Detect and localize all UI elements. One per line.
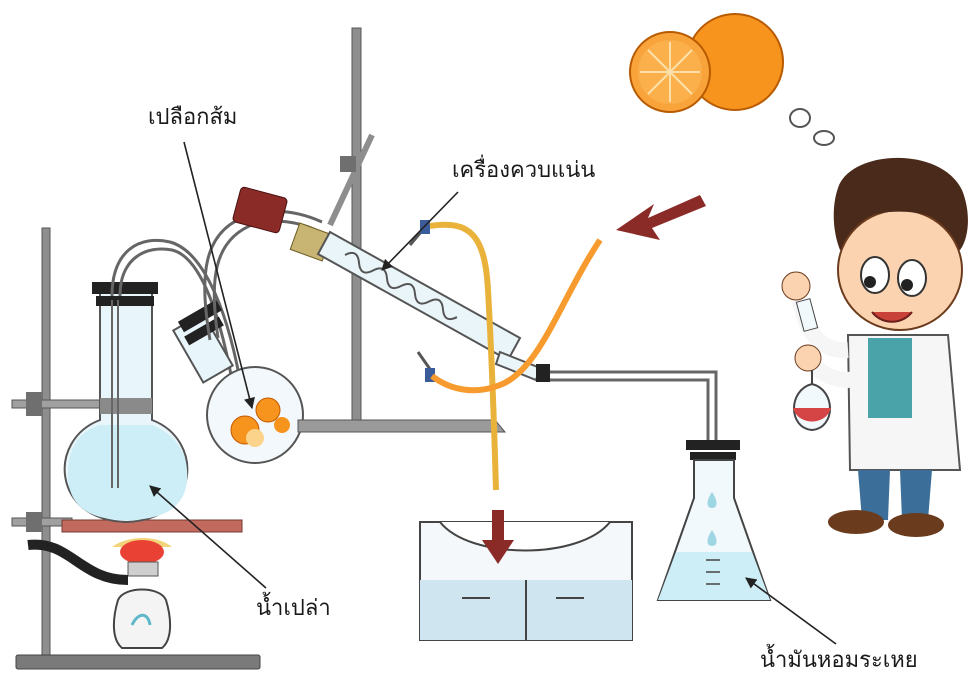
label-orange-peel: เปลือกส้ม bbox=[148, 107, 237, 129]
label-essential-oil: น้ำมันหอมระเหย bbox=[760, 650, 918, 672]
arrow-icon bbox=[616, 195, 706, 240]
pointer-plain-water bbox=[150, 486, 266, 588]
label-condenser: เครื่องควบแน่น bbox=[452, 160, 595, 182]
pointer-condenser bbox=[382, 192, 458, 270]
thought-bubble bbox=[790, 109, 810, 127]
erlenmeyer-flask-icon bbox=[658, 440, 770, 600]
pointer-essential-oil bbox=[746, 578, 836, 644]
scientist-boy-icon bbox=[782, 158, 968, 537]
middle-retort-stand bbox=[298, 28, 505, 432]
orange-icon bbox=[630, 14, 783, 112]
heating-plate bbox=[62, 520, 242, 532]
water-basin-icon bbox=[420, 522, 632, 640]
thought-bubble bbox=[814, 131, 834, 145]
orange-peel-flask bbox=[173, 300, 303, 463]
label-plain-water: น้ำเปล่า bbox=[256, 598, 331, 620]
